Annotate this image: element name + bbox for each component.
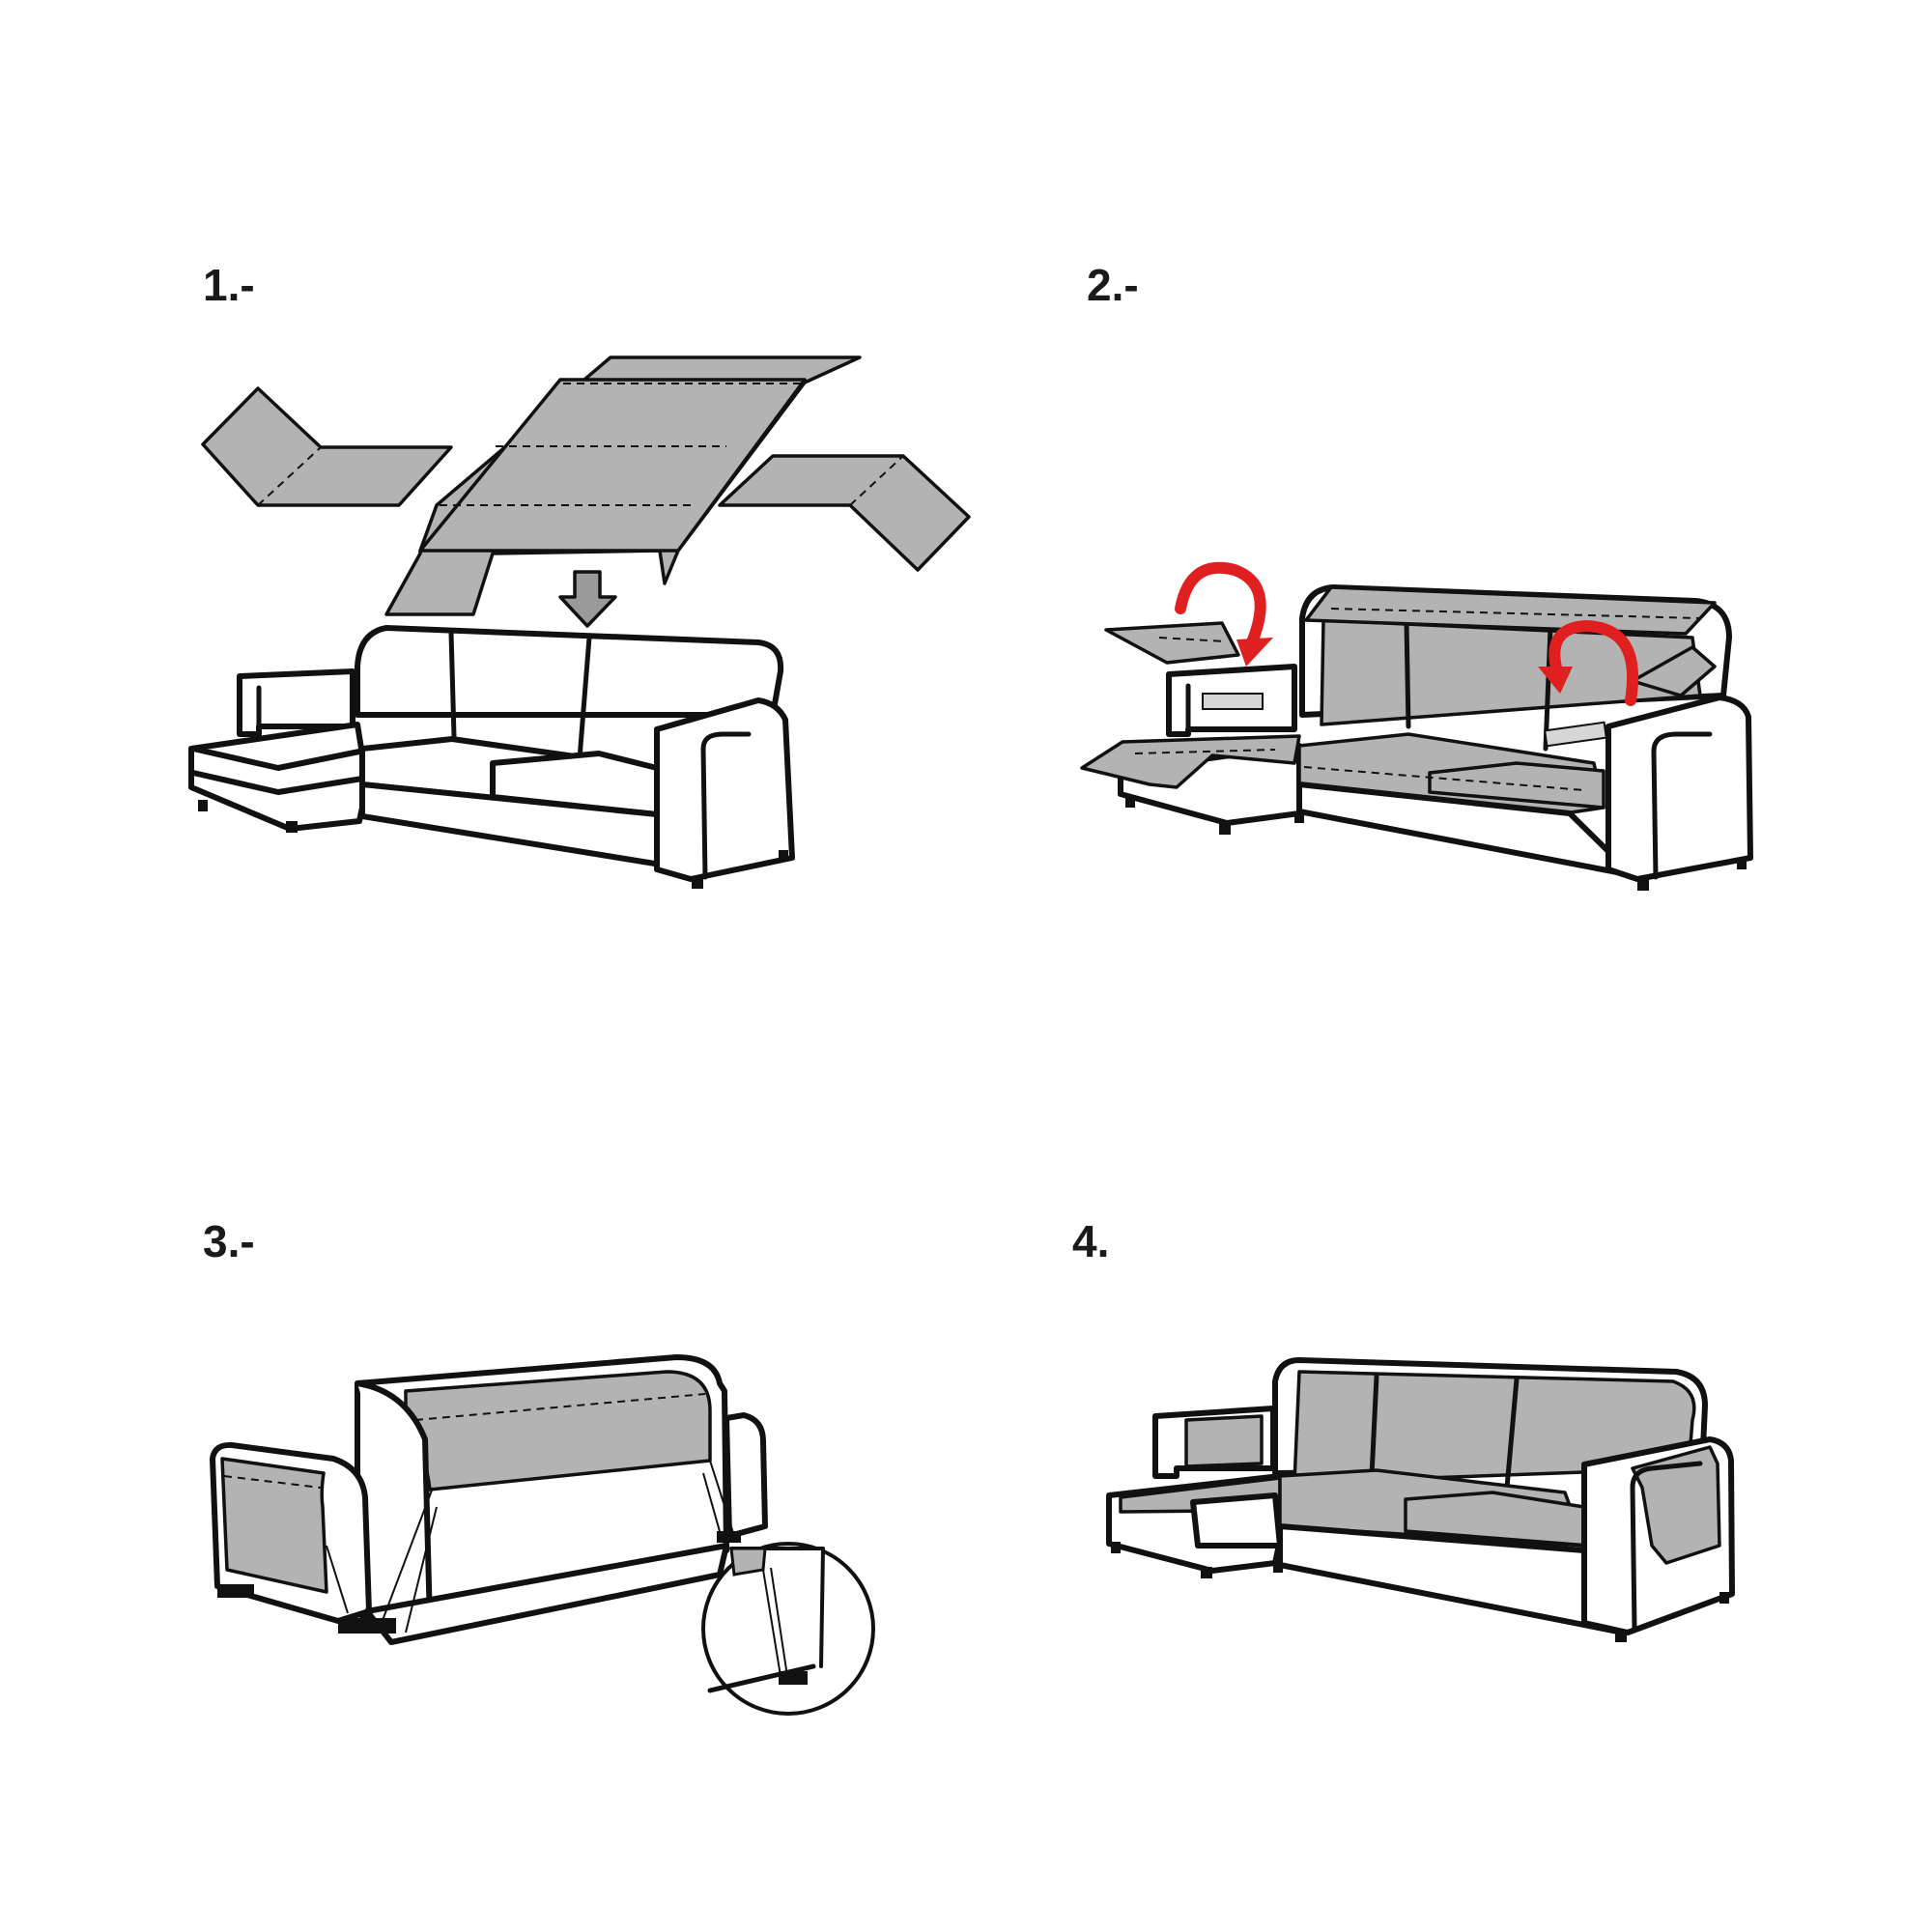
step-2-illustration — [1080, 561, 1753, 891]
step-4-illustration — [1106, 1357, 1735, 1642]
step-4-label: 4. — [1072, 1216, 1110, 1266]
sofa-step-4 — [1106, 1357, 1735, 1642]
step-1-illustration — [188, 355, 971, 889]
step-3-illustration — [210, 1354, 875, 1716]
curved-arrow-icon — [1538, 619, 1639, 706]
sofa-step-1 — [188, 625, 795, 889]
left-armrest-cover — [201, 386, 453, 507]
sofa-step-2 — [1080, 584, 1753, 891]
sofa-step-3 — [210, 1354, 768, 1645]
right-armrest-cover — [718, 454, 971, 572]
main-sofa-cover — [384, 355, 862, 616]
magnifier-circle-icon — [701, 1542, 875, 1716]
step-1-label: 1.- — [203, 260, 255, 310]
step-3-label: 3.- — [203, 1216, 255, 1266]
curved-arrow-icon — [1175, 561, 1273, 667]
step-2-label: 2.- — [1087, 260, 1139, 310]
down-arrow-icon — [558, 570, 617, 628]
